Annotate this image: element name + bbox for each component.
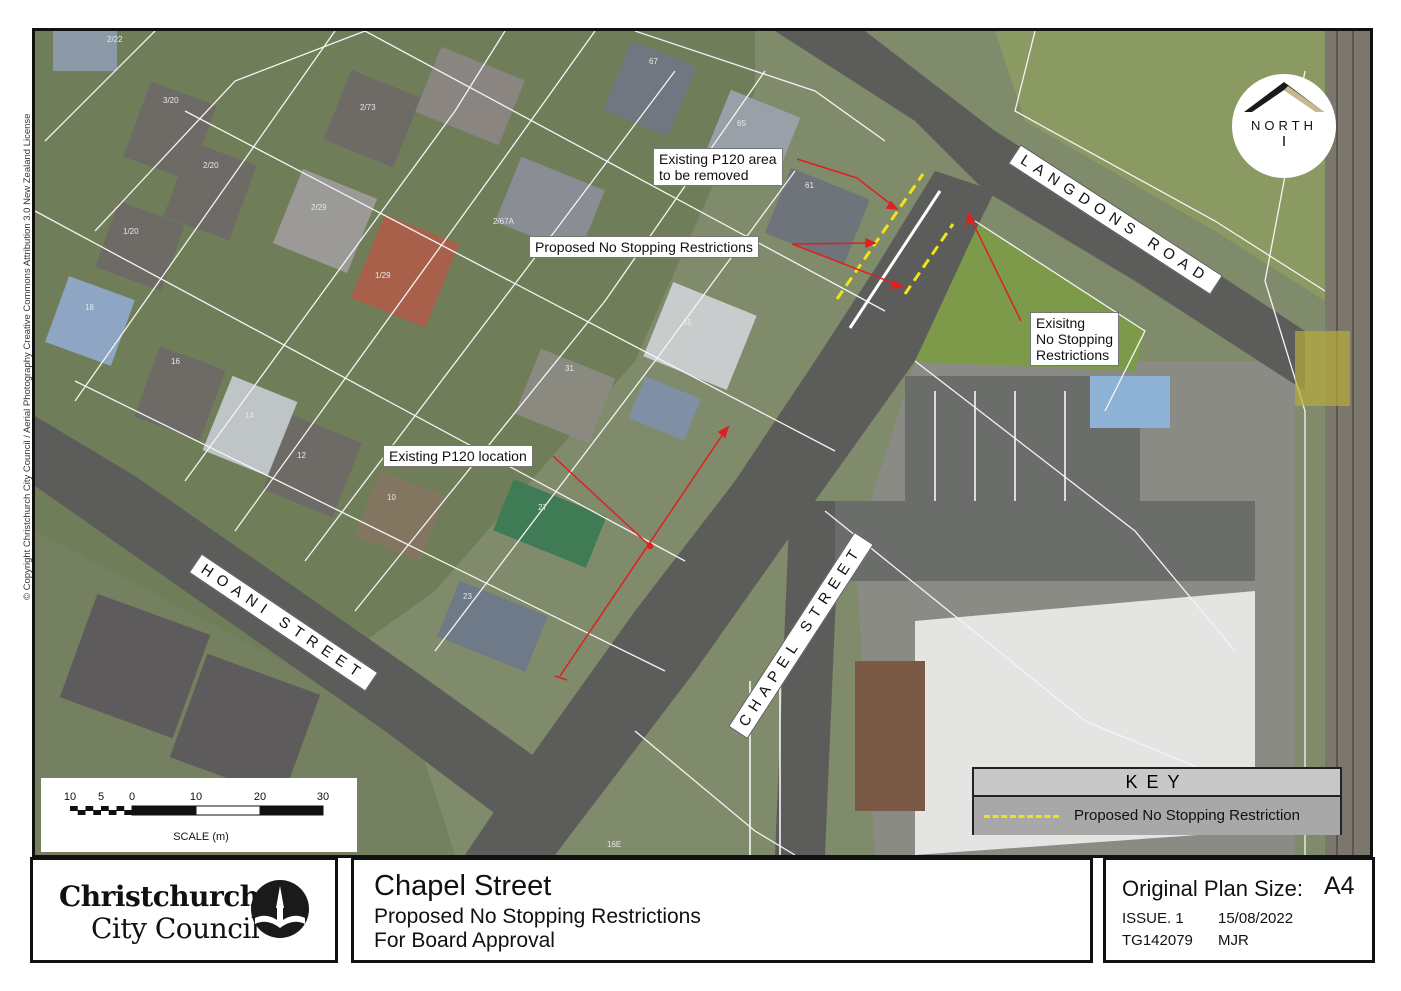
copyright-text: © Copyright Christchurch City Council / … [22, 113, 33, 600]
property-number: 2/22 [107, 35, 123, 44]
property-number: 16 [171, 357, 180, 366]
scale-tick-label: 30 [317, 791, 329, 803]
property-number: 2/20 [203, 161, 219, 170]
property-number: 67 [649, 57, 658, 66]
scale-segment [131, 805, 197, 816]
property-number: 35 [683, 318, 692, 327]
langdons-road-road [775, 31, 1305, 391]
proposed-no-stopping-lines [835, 173, 955, 300]
property-number: 16E [607, 840, 622, 849]
map-frame[interactable]: Existing P120 area to be removed Propose… [32, 28, 1373, 858]
plan-size-value: A4 [1324, 872, 1355, 900]
scale-tick-label: 10 [64, 791, 76, 803]
council-logo-block: Christchurch City Council [30, 857, 338, 963]
houses [45, 31, 870, 799]
scale-tick-label: 10 [190, 791, 202, 803]
property-number: 2/29 [311, 203, 327, 212]
property-boundaries [35, 31, 1326, 855]
scale-segment [195, 805, 261, 816]
key-row: Proposed No Stopping Restriction [974, 797, 1340, 835]
property-number: 2/73 [360, 103, 376, 112]
scale-bar: 10 5 0 10 20 30 SCALE (m) [41, 778, 357, 852]
proposed-no-stopping-text: Proposed No Stopping Restrictions [535, 239, 753, 255]
existing-no-stopping-label: Exisitng No Stopping Restrictions [1030, 312, 1120, 366]
key-swatch-dashed-line [984, 815, 1059, 818]
drawing-number: TG142079 [1122, 932, 1193, 949]
property-number: 18 [85, 303, 94, 312]
property-number: 3/20 [163, 96, 179, 105]
proposed-no-stopping-label: Proposed No Stopping Restrictions [529, 236, 759, 258]
property-number: 23 [463, 592, 472, 601]
scale-segment [101, 806, 109, 811]
scale-segment [124, 810, 132, 815]
scale-bar-graphic: 10 5 0 10 20 30 SCALE (m) [64, 791, 329, 843]
property-number: 1/20 [123, 227, 139, 236]
scale-segment [70, 806, 78, 811]
property-number: 12 [297, 451, 306, 460]
property-number: 61 [805, 181, 814, 190]
existing-no-stopping-line3: Restrictions [1036, 347, 1110, 363]
scale-segment [93, 810, 101, 815]
logo-line1: Christchurch [59, 880, 260, 913]
plan-info-block: Original Plan Size: A4 ISSUE. 1 15/08/20… [1103, 857, 1375, 963]
plan-size-label: Original Plan Size: [1122, 876, 1303, 901]
existing-p120-area-label: Existing P120 area to be removed [653, 148, 783, 186]
existing-p120-area-line1: Existing P120 area [659, 151, 777, 167]
north-arrow-icon [1244, 82, 1324, 146]
issue-date: 15/08/2022 [1218, 910, 1294, 927]
scale-label: SCALE (m) [173, 831, 229, 843]
property-number: 1/29 [375, 271, 391, 280]
property-number: 10 [387, 493, 396, 502]
logo-line2: City Council [91, 912, 260, 945]
map-key: KEY Proposed No Stopping Restriction [972, 767, 1342, 835]
drawn-by: MJR [1218, 932, 1249, 949]
property-number: 14 [245, 411, 254, 420]
scale-segment [116, 806, 125, 811]
existing-p120-location-label: Existing P120 location [383, 445, 533, 467]
issue-number: ISSUE. 1 [1122, 910, 1184, 927]
north-arrow: NORTH [1232, 74, 1336, 178]
scale-segment [85, 806, 94, 811]
scale-segment [259, 805, 324, 816]
property-number: 27 [538, 503, 547, 512]
scale-tick-label: 0 [129, 791, 135, 803]
project-status: For Board Approval [374, 929, 555, 952]
scale-tick-label: 20 [254, 791, 266, 803]
existing-no-stopping-line2: No Stopping [1036, 331, 1114, 347]
north-label: NORTH [1251, 118, 1317, 133]
council-emblem-icon [251, 880, 309, 938]
scale-tick-label: 5 [98, 791, 104, 803]
project-subtitle: Proposed No Stopping Restrictions [374, 905, 701, 928]
project-title-block: Chapel Street Proposed No Stopping Restr… [351, 857, 1093, 963]
callout-arrows [552, 158, 1022, 681]
project-title: Chapel Street [374, 870, 552, 902]
existing-p120-location-text: Existing P120 location [389, 448, 527, 464]
existing-p120-area-line2: to be removed [659, 167, 749, 183]
chapel-street-road [465, 171, 995, 855]
key-item-label: Proposed No Stopping Restriction [1074, 807, 1300, 824]
property-number: 65 [737, 119, 746, 128]
existing-no-stopping-line1: Exisitng [1036, 315, 1086, 331]
key-title: KEY [974, 769, 1340, 797]
property-number: 31 [565, 364, 574, 373]
property-number: 2/67A [493, 217, 514, 226]
scale-segment [108, 810, 117, 815]
scale-segment [77, 810, 86, 815]
